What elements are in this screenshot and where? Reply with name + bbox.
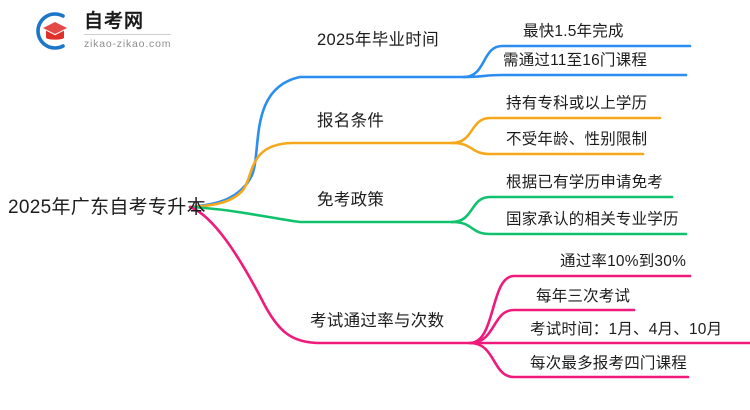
logo-domain: zikao-zikao.com [84, 37, 172, 50]
leaf-node-required-courses[interactable]: 需通过11至16门课程 [503, 52, 648, 69]
logo-text-block: 自考网 zikao-zikao.com [84, 11, 172, 52]
branch-node-exemption-policy[interactable]: 免考政策 [317, 191, 385, 209]
leaf-node-state-recognized-major[interactable]: 国家承认的相关专业学历 [506, 211, 679, 228]
leaf-node-no-age-gender-limit[interactable]: 不受年龄、性别限制 [506, 131, 648, 148]
leaf-node-exam-months[interactable]: 考试时间：1月、4月、10月 [530, 321, 723, 338]
logo-title: 自考网 [84, 11, 172, 35]
leaf-node-exemption-by-credentials[interactable]: 根据已有学历申请免考 [506, 174, 664, 191]
site-logo: 自考网 zikao-zikao.com [30, 8, 172, 54]
branch-connector-1 [188, 116, 662, 209]
logo-icon-svg [36, 12, 67, 50]
mindmap-root-node[interactable]: 2025年广东自考专升本 [8, 197, 206, 218]
leaf-node-diploma-requirement[interactable]: 持有专科或以上学历 [506, 95, 648, 112]
branch-connector-3 [188, 205, 750, 379]
logo-graduation-cap-icon [30, 8, 76, 54]
branch-connector-2 [188, 195, 688, 236]
branch-node-application-requirements[interactable]: 报名条件 [317, 112, 385, 130]
leaf-node-three-exams-per-year[interactable]: 每年三次考试 [536, 288, 631, 305]
leaf-node-pass-rate-range[interactable]: 通过率10%到30% [560, 253, 687, 270]
leaf-node-max-four-courses[interactable]: 每次最多报考四门课程 [530, 355, 688, 372]
leaf-node-fastest-completion[interactable]: 最快1.5年完成 [523, 23, 624, 40]
branch-node-graduation-time[interactable]: 2025年毕业时间 [317, 31, 439, 49]
branch-node-pass-rate-and-attempts[interactable]: 考试通过率与次数 [310, 312, 445, 330]
